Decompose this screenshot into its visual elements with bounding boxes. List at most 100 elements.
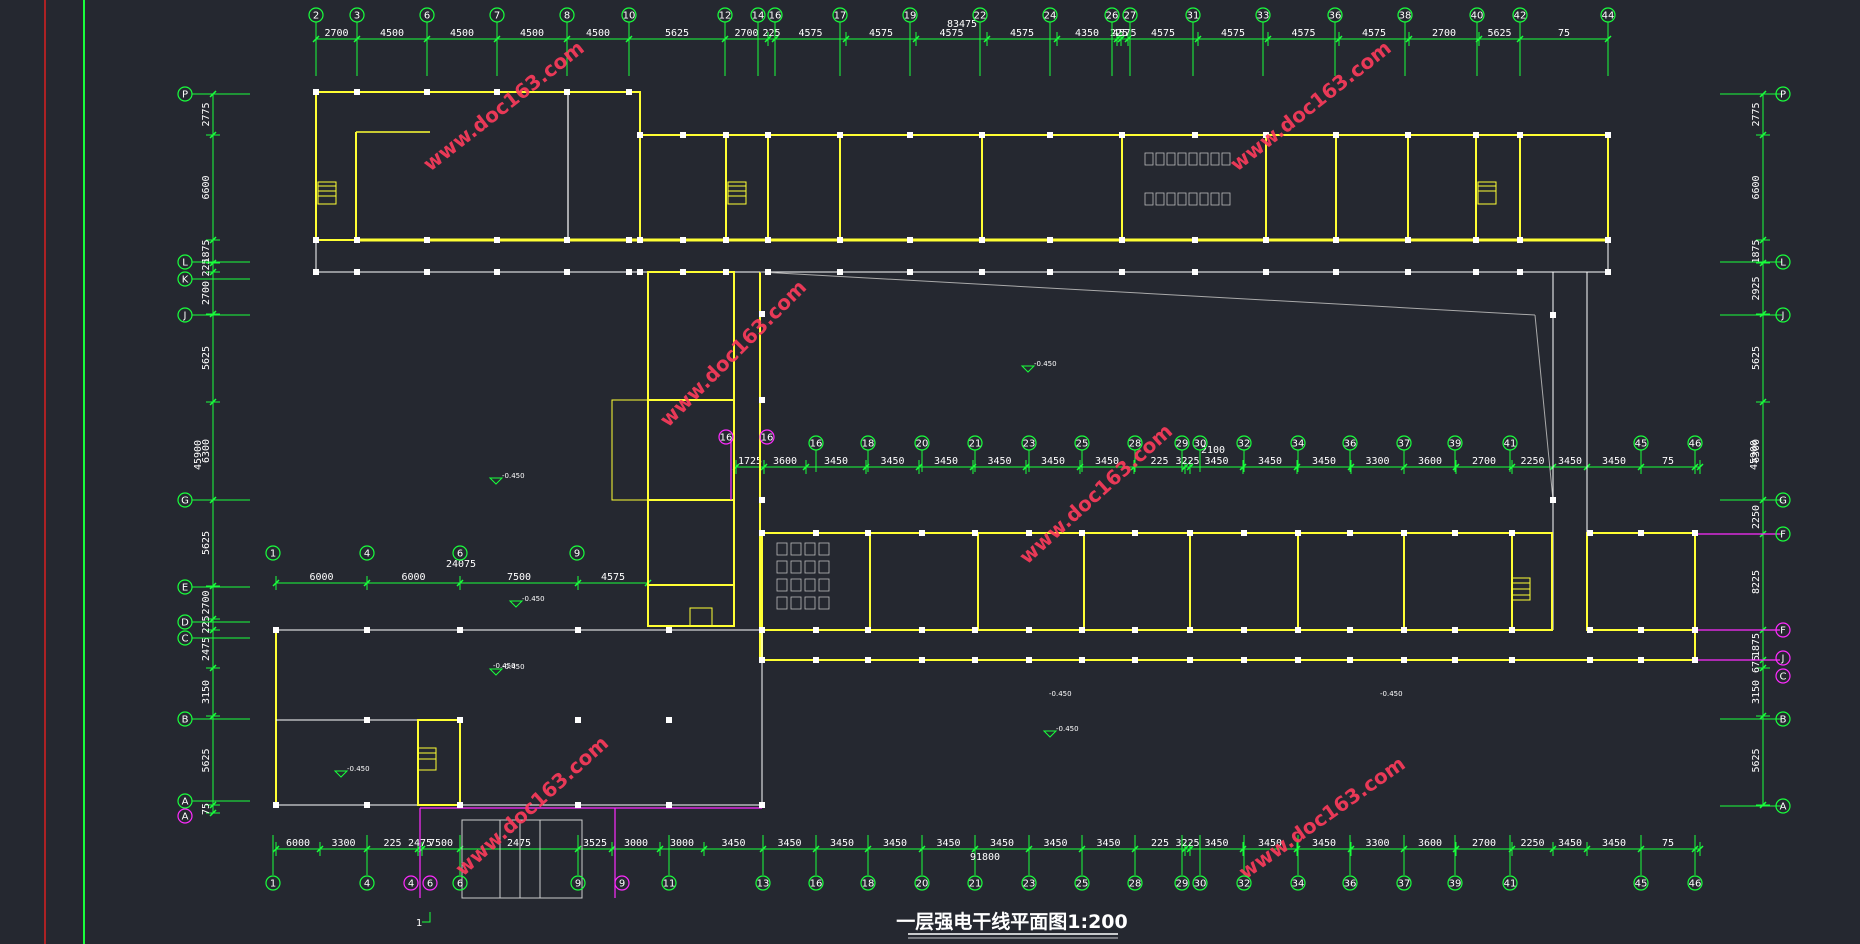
top-dim-4: 4500 bbox=[586, 28, 610, 39]
column-127 bbox=[575, 802, 581, 808]
leftsub-dim-3: 4575 bbox=[601, 572, 625, 583]
column-18 bbox=[637, 132, 643, 138]
column-15 bbox=[626, 89, 632, 95]
mid-extra-bubble-0 bbox=[718, 429, 734, 445]
bottom-slash-24 bbox=[1452, 845, 1460, 853]
bottom-dim-12: 3450 bbox=[883, 838, 907, 849]
column-99 bbox=[1347, 530, 1353, 536]
right-extra-axis-0: F bbox=[1780, 626, 1786, 637]
desk-south-18 bbox=[804, 542, 816, 556]
column-21 bbox=[680, 132, 686, 138]
top-bubble-12 bbox=[1042, 7, 1058, 23]
top-dim-18: 4575 bbox=[1362, 28, 1386, 39]
bottom-dim-17: 225 bbox=[1151, 838, 1169, 849]
column-27 bbox=[765, 132, 771, 138]
right-bubble-3 bbox=[1775, 492, 1791, 508]
column-115 bbox=[1638, 627, 1644, 633]
mid-bubble-2 bbox=[914, 435, 930, 451]
column-107 bbox=[1452, 657, 1458, 663]
desk-north-5 bbox=[1199, 152, 1209, 166]
top-axis-4: 8 bbox=[564, 11, 570, 22]
leftsub-dim-0: 6000 bbox=[309, 572, 333, 583]
left-slash-3 bbox=[209, 259, 217, 267]
bottom-extra-bubble-0 bbox=[403, 875, 419, 891]
column-47 bbox=[1192, 269, 1198, 275]
bottom-bubble-2 bbox=[452, 875, 468, 891]
column-140 bbox=[1550, 497, 1556, 503]
bottom-axis-19: 39 bbox=[1449, 879, 1462, 890]
column-41 bbox=[1047, 269, 1053, 275]
column-138 bbox=[759, 497, 765, 503]
top-bubble-2 bbox=[419, 7, 435, 23]
right-dim-2: 1875 bbox=[1751, 239, 1762, 263]
mid-dim-7: 3450 bbox=[1095, 456, 1119, 467]
left-axis-3: J bbox=[183, 311, 187, 322]
bottom-bubble-18 bbox=[1396, 875, 1412, 891]
bottom-slash-30 bbox=[1696, 845, 1704, 853]
column-10 bbox=[494, 237, 500, 243]
column-84 bbox=[1079, 530, 1085, 536]
column-122 bbox=[364, 627, 370, 633]
top-bubble-20 bbox=[1512, 7, 1528, 23]
desk-north-3 bbox=[1177, 152, 1187, 166]
left-slash-13 bbox=[209, 801, 217, 809]
column-45 bbox=[1192, 132, 1198, 138]
bottom-dim-4: 7500 bbox=[429, 838, 453, 849]
left-slash-2 bbox=[209, 236, 217, 244]
top-bubble-5 bbox=[621, 7, 637, 23]
leftsub-axis-1: 4 bbox=[364, 549, 370, 560]
left-bubble-3 bbox=[177, 307, 193, 323]
right-axis-5: B bbox=[1780, 715, 1787, 726]
bottom-axis-10: 23 bbox=[1023, 879, 1036, 890]
bottom-slash-22 bbox=[1347, 845, 1355, 853]
bottom-dim-6: 3525 bbox=[583, 838, 607, 849]
mid-slash-21 bbox=[1696, 463, 1704, 471]
mid-dim-1: 3600 bbox=[773, 456, 797, 467]
mid-axis-6: 28 bbox=[1129, 439, 1142, 450]
level-label-4: -0.450 bbox=[502, 663, 525, 671]
column-88 bbox=[1132, 627, 1138, 633]
column-126 bbox=[575, 627, 581, 633]
bottom-axis-6: 16 bbox=[810, 879, 823, 890]
column-13 bbox=[564, 237, 570, 243]
magenta-accents bbox=[419, 440, 1780, 898]
column-139 bbox=[1550, 312, 1556, 318]
column-93 bbox=[1241, 530, 1247, 536]
mid-dim-3: 3450 bbox=[880, 456, 904, 467]
column-30 bbox=[837, 132, 843, 138]
bottom-axis-16: 34 bbox=[1292, 879, 1305, 890]
desk-north-9 bbox=[1155, 192, 1165, 206]
bottom-bubble-9 bbox=[967, 875, 983, 891]
bottom-dim-11: 3450 bbox=[830, 838, 854, 849]
column-109 bbox=[1509, 627, 1515, 633]
column-104 bbox=[1401, 657, 1407, 663]
leftsub-axis-2: 6 bbox=[457, 549, 463, 560]
top-slash-12 bbox=[1053, 35, 1061, 43]
column-125 bbox=[457, 802, 463, 808]
watermark-6: www.doc163.com bbox=[1234, 751, 1410, 884]
bottom-axis-2: 6 bbox=[457, 879, 463, 890]
left-dim-6: 6300 bbox=[201, 439, 212, 463]
leftsub-dim-1: 6000 bbox=[401, 572, 425, 583]
mid-bubble-13 bbox=[1447, 435, 1463, 451]
bottom-axis-3: 9 bbox=[575, 879, 581, 890]
right-axis-1: L bbox=[1780, 258, 1786, 269]
mid-slash-10 bbox=[1186, 463, 1194, 471]
column-114 bbox=[1638, 530, 1644, 536]
bottom-dim-16: 3450 bbox=[1096, 838, 1120, 849]
column-108 bbox=[1509, 530, 1515, 536]
column-52 bbox=[1333, 237, 1339, 243]
bottom-bubble-13 bbox=[1174, 875, 1190, 891]
column-39 bbox=[1047, 132, 1053, 138]
column-48 bbox=[1263, 132, 1269, 138]
mid-slash-15 bbox=[1452, 463, 1460, 471]
column-75 bbox=[919, 530, 925, 536]
column-1 bbox=[313, 237, 319, 243]
desk-south-31 bbox=[818, 596, 830, 610]
left-bubble-7 bbox=[177, 630, 193, 646]
desk-north-7 bbox=[1221, 152, 1231, 166]
top-bubble-10 bbox=[902, 7, 918, 23]
column-38 bbox=[979, 269, 985, 275]
left-slash-5 bbox=[209, 310, 217, 318]
